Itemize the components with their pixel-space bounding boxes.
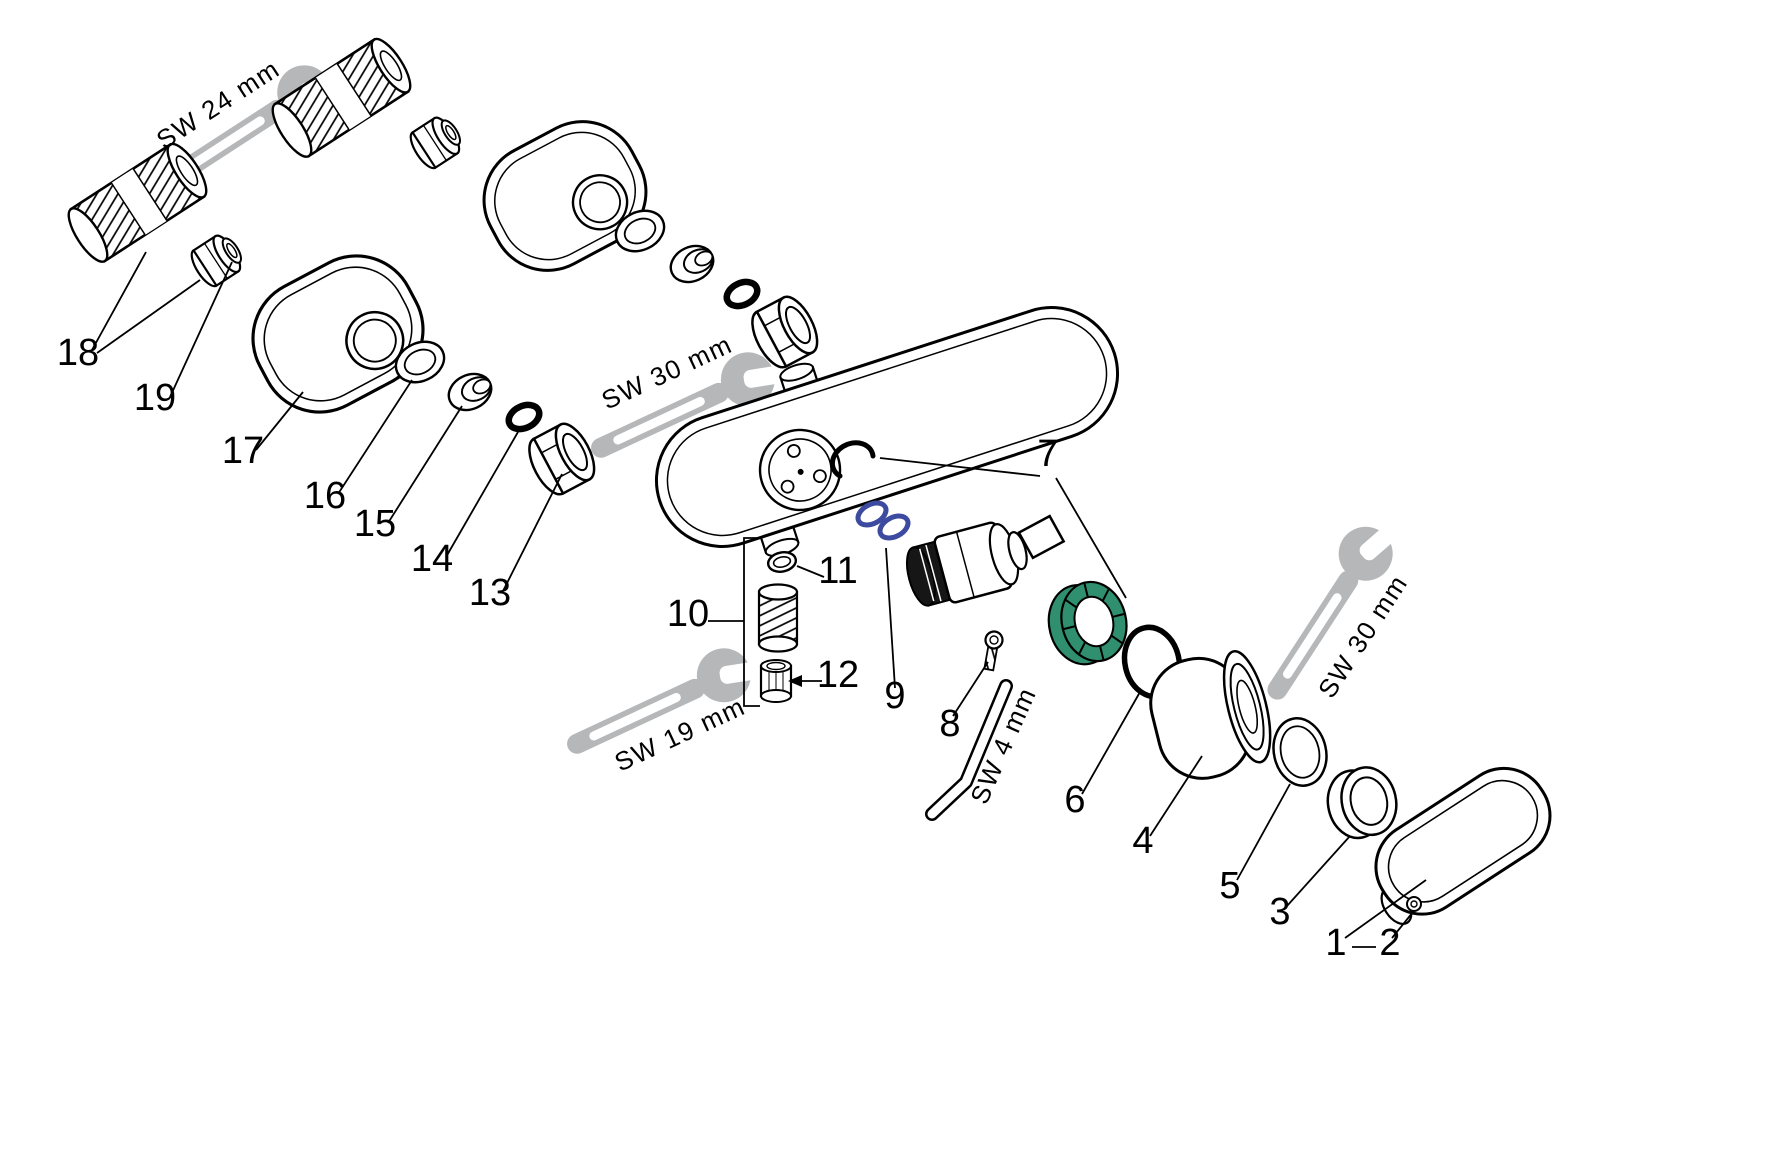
- part-label-4: 4: [1132, 820, 1153, 862]
- part-label-3: 3: [1269, 891, 1290, 933]
- part-15-gasket: [441, 366, 499, 418]
- part-label-10: 10: [667, 593, 709, 635]
- leader-2: [1391, 911, 1414, 939]
- part-label-2: 2: [1379, 922, 1400, 964]
- part-7-cartridge: [905, 514, 1066, 607]
- part-13-union-nut: [520, 416, 604, 502]
- leader-7b: [1055, 477, 1127, 599]
- part-14-o-ring: [505, 400, 543, 433]
- part-label-14: 14: [411, 538, 453, 580]
- allen-key-sw4: [925, 679, 1013, 821]
- part-label-6: 6: [1064, 779, 1085, 821]
- part-4-sleeve: [1149, 649, 1272, 780]
- part-label-15: 15: [354, 503, 396, 545]
- part-9-seal-rings: [855, 500, 911, 541]
- part-label-7: 7: [1037, 433, 1058, 475]
- part-17-escutcheon-left: [230, 233, 446, 435]
- part-label-13: 13: [469, 572, 511, 614]
- leader-13: [502, 473, 563, 592]
- leader-14: [445, 431, 519, 558]
- part-5-o-ring: [1272, 717, 1328, 787]
- wrench-label-sw30-right: SW 30 mm: [1312, 569, 1414, 703]
- leader-5: [1236, 783, 1291, 881]
- leader-17: [255, 391, 304, 451]
- leader-18b: [96, 279, 201, 354]
- part-11-o-ring: [766, 551, 798, 573]
- leader-lines: [91, 251, 1427, 948]
- leader-18a: [91, 251, 147, 351]
- arrow-12: [788, 675, 802, 687]
- part-label-5: 5: [1219, 865, 1240, 907]
- part-label-17: 17: [222, 430, 264, 472]
- part-12-check-valve: [759, 659, 793, 703]
- part-18-s-union-left: [60, 137, 215, 269]
- part-14-o-ring-top: [723, 277, 761, 310]
- part-2-screw: [1406, 896, 1422, 912]
- leader-11: [796, 565, 825, 578]
- part-15-gasket-top: [663, 238, 721, 290]
- leader-15: [387, 405, 463, 524]
- part-label-18: 18: [57, 332, 99, 374]
- part-19-adapter-left: [185, 228, 250, 292]
- part-10-threaded-adapter: [757, 583, 799, 653]
- part-3-trim-ring: [1326, 766, 1398, 840]
- part-17-escutcheon-top: [462, 100, 668, 292]
- part-label-12: 12: [817, 654, 859, 696]
- part-18-s-union-top: [264, 32, 419, 164]
- part-label-1: 1: [1325, 922, 1346, 964]
- bracket-10: [743, 537, 760, 707]
- part-19-adapter-top: [404, 110, 469, 174]
- mixer-body: [654, 306, 1120, 557]
- part-label-11: 11: [818, 550, 857, 592]
- leader-8: [952, 661, 989, 717]
- part-8-screw: [983, 630, 1004, 672]
- leader-6: [1081, 691, 1141, 795]
- leader-16: [337, 379, 413, 495]
- part-1-handle: [1374, 766, 1552, 926]
- leader-4: [1149, 755, 1203, 837]
- leader-1: [1344, 879, 1427, 939]
- part-label-19: 19: [134, 377, 176, 419]
- cartridge-retaining-nut-green: [1047, 580, 1128, 666]
- part-label-8: 8: [939, 703, 960, 745]
- part-label-9: 9: [884, 675, 905, 717]
- leader-3: [1286, 835, 1351, 907]
- part-label-16: 16: [304, 475, 346, 517]
- leader-19: [169, 261, 233, 398]
- leader-7a: [879, 457, 1041, 477]
- retaining-clip: [829, 440, 876, 479]
- leader-9: [885, 547, 896, 689]
